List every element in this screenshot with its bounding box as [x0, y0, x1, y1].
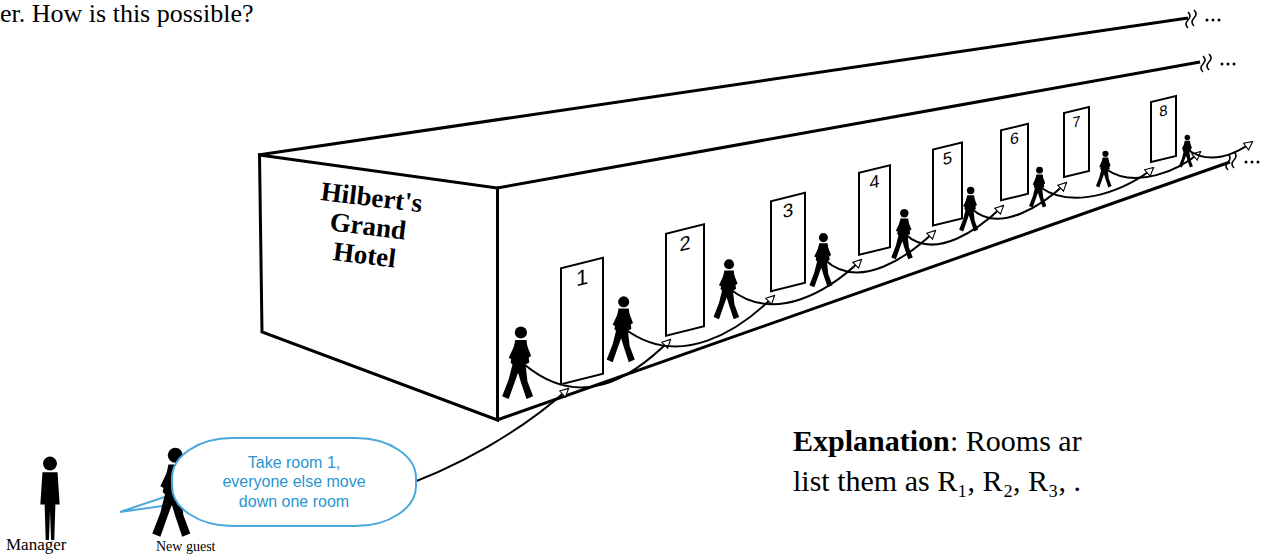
guest-figure — [1096, 151, 1112, 188]
guest-figure — [809, 233, 832, 287]
break-mark — [1201, 54, 1211, 72]
room-number: 2 — [679, 232, 690, 255]
room-door: 1 — [560, 257, 604, 386]
manager-figure — [40, 457, 59, 540]
continuation-marks — [1186, 10, 1236, 170]
speech-bubble: Take room 1, everyone else move down one… — [170, 436, 418, 528]
roof-edge — [497, 62, 1200, 188]
roof-edge — [258, 18, 1188, 155]
figure-caption: New guest — [156, 539, 216, 554]
hotel-front: Hilbert's Grand Hotel — [258, 145, 499, 427]
hotel-building — [258, 18, 1240, 420]
front-wall — [260, 155, 498, 420]
move-arrow — [1188, 142, 1252, 158]
room-door: 6 — [1000, 122, 1029, 201]
guest-figure — [1179, 135, 1193, 168]
hotel-sign: Hilbert's Grand Hotel — [293, 175, 443, 279]
guest-figure — [1029, 167, 1046, 208]
bubble-shape — [172, 438, 416, 526]
move-arrow — [1040, 168, 1153, 198]
room-door: 8 — [1150, 95, 1177, 164]
ground-edge — [497, 162, 1230, 420]
room-number: 3 — [783, 200, 794, 222]
guest-figure — [502, 326, 533, 399]
room-door: 2 — [665, 223, 705, 337]
room-door: 3 — [770, 192, 806, 293]
manager-speech: Take room 1, everyone else move down one… — [214, 453, 374, 511]
question-text: er. How is this possible? — [0, 0, 254, 29]
explanation-text: Explanation — [793, 424, 950, 457]
room-door: 5 — [932, 141, 963, 227]
break-mark — [1186, 10, 1196, 28]
explanation-text: list them as R₁, R₂, R₃, . — [793, 464, 1081, 497]
room-number: 1 — [576, 265, 588, 290]
guest-figure — [714, 259, 740, 319]
room-number: 4 — [869, 172, 879, 192]
room-number: 8 — [1159, 102, 1167, 119]
room-number: 6 — [1010, 130, 1019, 148]
roof-face — [258, 18, 1200, 188]
figure-caption: Manager — [6, 536, 66, 555]
room-number: 5 — [943, 149, 952, 168]
room-number: 7 — [1072, 113, 1080, 130]
room-door: 4 — [858, 164, 891, 256]
guest-figure — [607, 296, 635, 362]
room-door: 7 — [1063, 106, 1090, 179]
explanation-text: : Rooms ar — [950, 424, 1082, 457]
guest-figure — [891, 209, 912, 259]
